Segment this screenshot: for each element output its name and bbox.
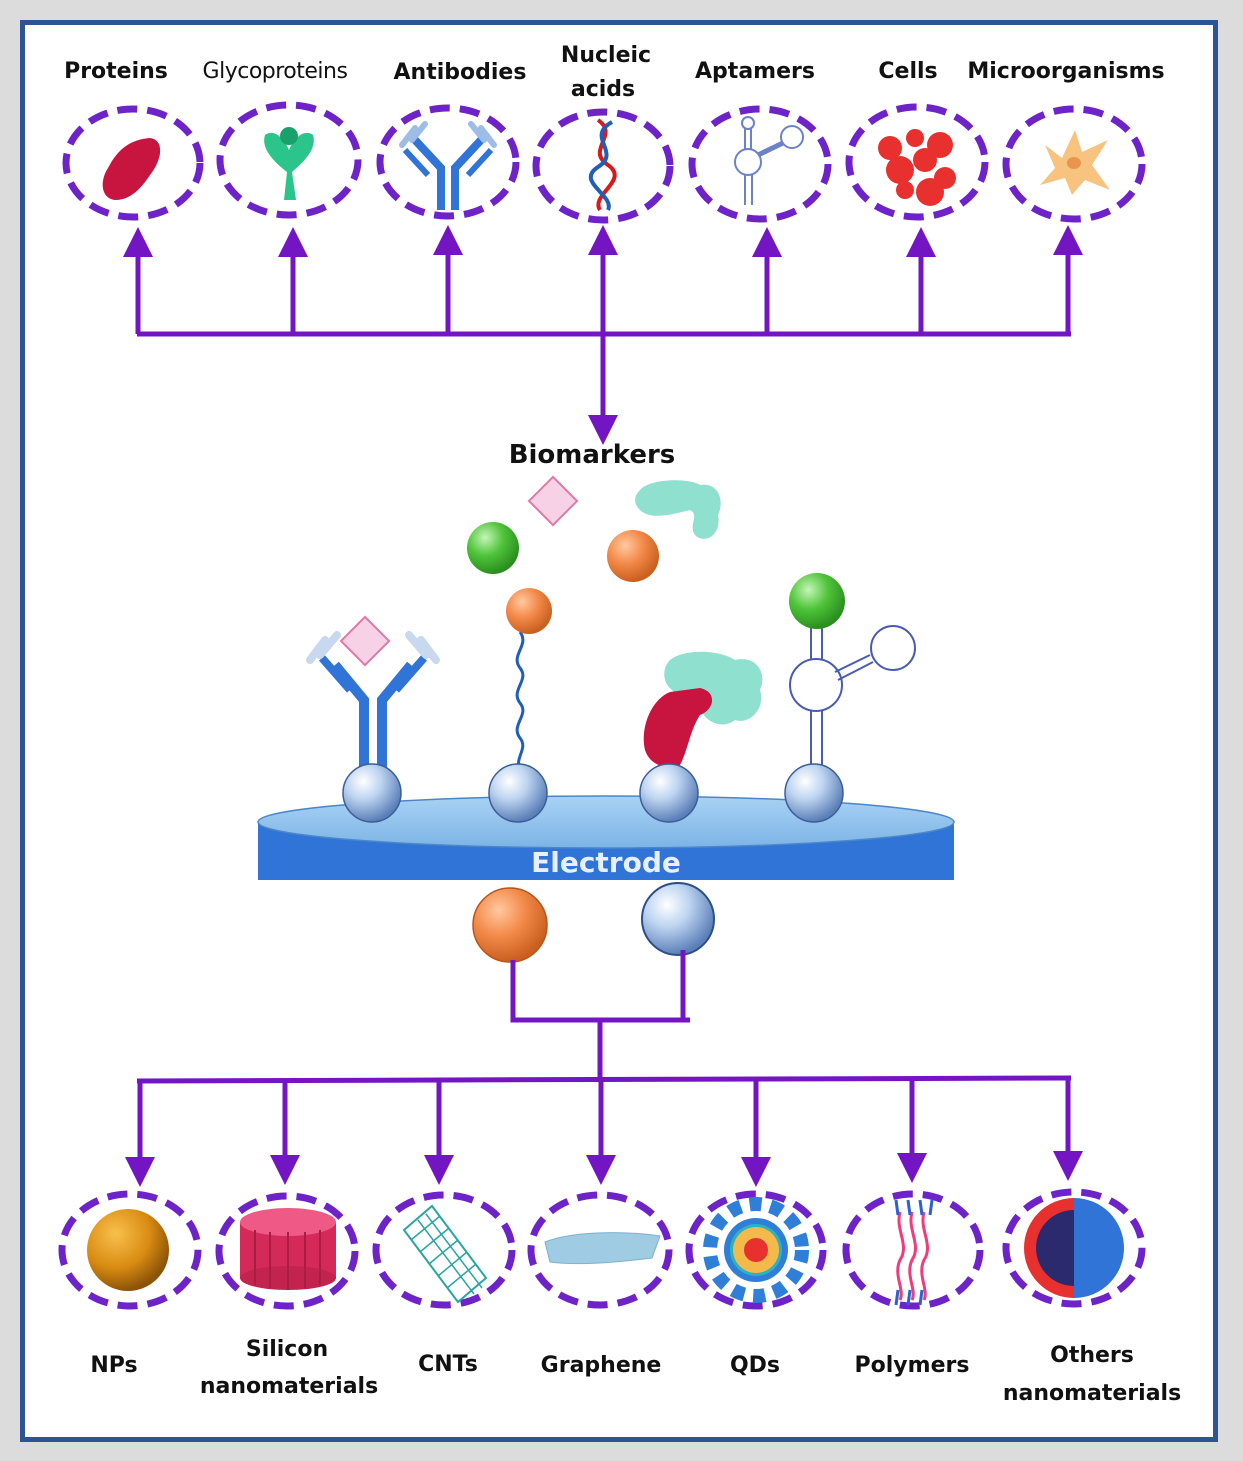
protein-complex-receptor: [643, 651, 763, 767]
label-aptamers: Aptamers: [695, 59, 815, 84]
label-graphene: Graphene: [541, 1353, 662, 1378]
electrode-top: [257, 795, 955, 849]
anchor-sphere: [639, 763, 699, 823]
ring-aptamers: [688, 105, 832, 223]
bottom-bus-line: [136, 1075, 1072, 1084]
dna-probe-receptor: [506, 588, 552, 769]
nanoparticle-icon: [87, 1209, 169, 1291]
ring-proteins: [62, 105, 204, 221]
ring-antibodies: [376, 104, 520, 220]
label-others-line1: Others: [1050, 1343, 1134, 1368]
ring-nucleic-acids: [532, 108, 674, 224]
label-cnts: CNTs: [418, 1352, 478, 1377]
ring-glycoproteins: [216, 101, 362, 219]
label-nucleic-acids-line1: Nucleic: [561, 43, 651, 68]
ring-polymers: [842, 1190, 984, 1310]
bottom-connectors: [125, 950, 1083, 1187]
dna-helix-icon: [588, 118, 617, 212]
label-proteins: Proteins: [64, 59, 168, 84]
bottom-rings: [58, 1188, 1146, 1310]
anchor-spheres: [342, 763, 844, 823]
top-connectors: [123, 225, 1083, 445]
aptamer-icon: [734, 116, 804, 205]
antigen-diamond: [527, 475, 579, 527]
cells-icon: [878, 129, 956, 206]
ring-microorganisms: [1002, 105, 1146, 223]
orange-label-sphere: [472, 887, 548, 963]
label-qds: QDs: [730, 1353, 780, 1378]
silicon-nanomaterial-icon: [240, 1208, 336, 1290]
other-nanomaterial-icon: [1024, 1198, 1124, 1298]
top-labels: Proteins Glycoproteins Antibodies Nuclei…: [64, 43, 1165, 102]
top-rings: [62, 101, 1146, 224]
aptamer-receptor: [789, 573, 916, 770]
green-sphere: [467, 522, 519, 574]
label-cells: Cells: [878, 59, 937, 84]
protein-icon: [102, 138, 161, 200]
microorganism-icon: [1040, 130, 1110, 195]
anchor-sphere: [488, 763, 548, 823]
label-antibodies: Antibodies: [394, 60, 527, 85]
diagram-frame: [20, 20, 1218, 1442]
blue-label-sphere: [641, 882, 715, 956]
graphene-sheet-icon: [544, 1232, 661, 1265]
ring-nps: [58, 1190, 202, 1310]
label-nucleic-acids-line2: acids: [571, 77, 635, 102]
anchor-sphere: [342, 763, 402, 823]
antibody-icon: [399, 121, 497, 210]
label-nps: NPs: [90, 1353, 137, 1378]
anchor-sphere: [784, 763, 844, 823]
quantum-dot-icon: [703, 1197, 809, 1303]
label-others-line2: nanomaterials: [1003, 1381, 1181, 1406]
electrode: Electrode: [257, 795, 955, 880]
label-microorganisms: Microorganisms: [967, 59, 1164, 84]
bottom-labels: NPs Silicon nanomaterials CNTs Graphene …: [90, 1337, 1181, 1406]
glycoprotein-icon: [264, 127, 314, 200]
ring-silicon: [215, 1192, 359, 1310]
label-polymers: Polymers: [855, 1353, 970, 1378]
label-glycoproteins: Glycoproteins: [203, 59, 348, 84]
ring-others: [1002, 1188, 1146, 1308]
carbon-nanotube-icon: [402, 1204, 488, 1304]
merge-line-left: [510, 960, 690, 1023]
ring-graphene: [527, 1191, 673, 1309]
ring-qds: [685, 1190, 827, 1310]
polymer-icon: [894, 1199, 934, 1306]
protein-cloud: [635, 480, 721, 539]
ring-cnts: [372, 1191, 516, 1309]
label-silicon-line1: Silicon: [246, 1337, 328, 1362]
ring-cells: [845, 103, 989, 221]
orange-sphere: [607, 530, 659, 582]
free-biomarkers: [467, 475, 721, 582]
biomarkers-label: Biomarkers: [509, 440, 676, 470]
electrode-label: Electrode: [531, 846, 681, 879]
label-silicon-line2: nanomaterials: [200, 1374, 378, 1399]
antibody-receptor: [306, 615, 440, 768]
